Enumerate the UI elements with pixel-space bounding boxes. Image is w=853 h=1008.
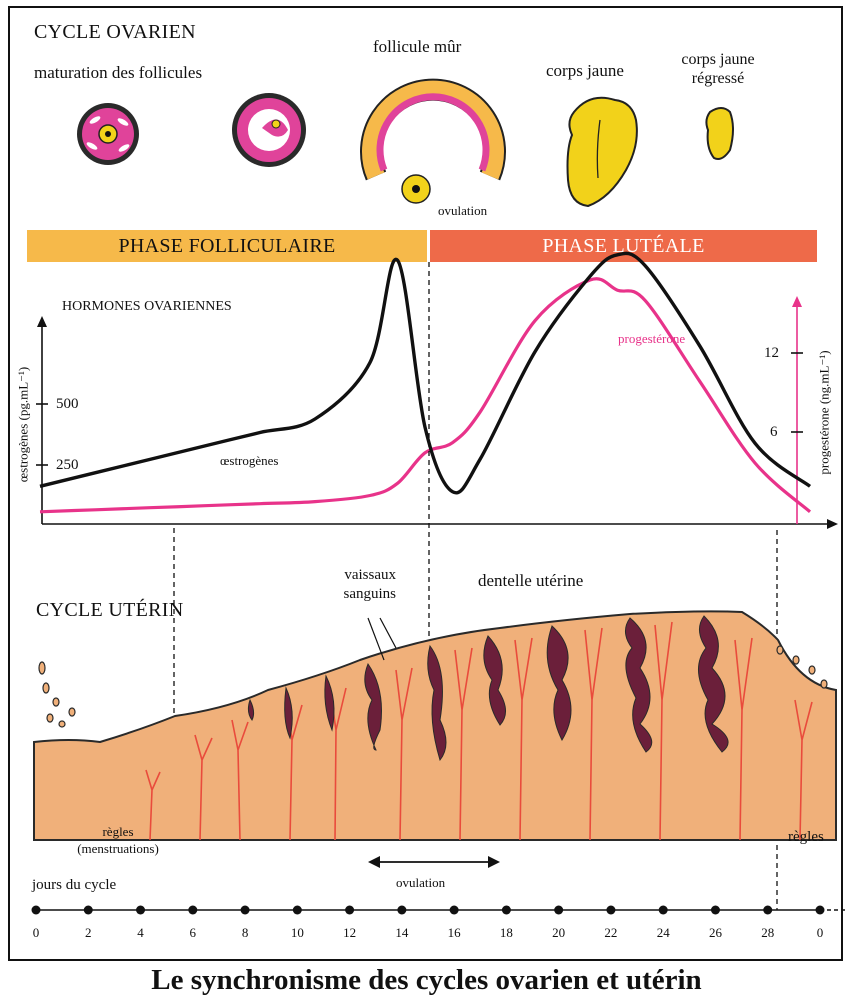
timeline-tick-label: 6 xyxy=(183,926,203,939)
menses-label: règles (menstruations) xyxy=(62,824,174,858)
estrogen-tick-500: 500 xyxy=(56,397,79,412)
timeline-dot xyxy=(554,906,563,915)
estrogen-curve-label: œstrogènes xyxy=(220,454,279,467)
follicle-maturation-label: maturation des follicules xyxy=(34,64,202,81)
timeline-tick-label: 24 xyxy=(653,926,673,939)
estrogen-tick-250: 250 xyxy=(56,458,79,473)
progesterone-axis-label: progestérone (ng.mL⁻¹) xyxy=(818,323,831,503)
progesterone-tick-12: 12 xyxy=(764,346,779,361)
mature-follicle xyxy=(371,90,495,203)
timeline-dot xyxy=(816,906,825,915)
timeline-tick-label: 16 xyxy=(444,926,464,939)
mature-follicle-label: follicule mûr xyxy=(373,38,461,55)
ovulation-arrow xyxy=(368,856,500,868)
timeline-dot xyxy=(659,906,668,915)
timeline-dot xyxy=(32,906,41,915)
timeline-dot xyxy=(711,906,720,915)
ovarian-cycle-heading: CYCLE OVARIEN xyxy=(34,22,196,42)
progesterone-tick-6: 6 xyxy=(770,425,778,440)
timeline-tick-label: 0 xyxy=(26,926,46,939)
menses-right-label: règles xyxy=(788,830,824,845)
primary-follicle xyxy=(77,103,139,165)
ovulation-bottom-label: ovulation xyxy=(396,876,445,889)
timeline-tick-label: 22 xyxy=(601,926,621,939)
timeline-dot xyxy=(397,906,406,915)
uterine-lining-label: dentelle utérine xyxy=(478,572,583,589)
timeline-dot xyxy=(763,906,772,915)
timeline-dot xyxy=(606,906,615,915)
progesterone-curve-label: progestérone xyxy=(618,332,685,345)
timeline-dot xyxy=(293,906,302,915)
timeline-tick-label: 2 xyxy=(78,926,98,939)
corpus-luteum-label: corps jaune xyxy=(546,62,624,79)
timeline-tick-label: 26 xyxy=(705,926,725,939)
progesterone-axis xyxy=(791,296,803,524)
timeline-tick-label: 8 xyxy=(235,926,255,939)
timeline-tick-label: 0 xyxy=(810,926,830,939)
hormones-heading: HORMONES OVARIENNES xyxy=(62,300,232,314)
luteal-phase-label: PHASE LUTÉALE xyxy=(430,230,817,262)
timeline-tick-label: 12 xyxy=(340,926,360,939)
regressed-corpus-luteum xyxy=(706,108,733,159)
timeline-tick-label: 18 xyxy=(496,926,516,939)
day-timeline xyxy=(32,906,849,915)
ovulation-top-label: ovulation xyxy=(438,204,487,217)
timeline-dot xyxy=(136,906,145,915)
timeline-dot xyxy=(502,906,511,915)
figure-caption: Le synchronisme des cycles ovarien et ut… xyxy=(0,964,853,997)
timeline-tick-label: 14 xyxy=(392,926,412,939)
uterine-lining xyxy=(34,611,836,840)
timeline-dot xyxy=(345,906,354,915)
blood-vessels-label: vaissaux sanguins xyxy=(296,566,396,604)
regressed-corpus-luteum-label: corps jaune régressé xyxy=(675,50,761,88)
timeline-dot xyxy=(450,906,459,915)
timeline-dot xyxy=(241,906,250,915)
uterine-cycle-heading: CYCLE UTÉRIN xyxy=(36,600,183,620)
timeline-tick-label: 20 xyxy=(549,926,569,939)
corpus-luteum xyxy=(568,98,637,206)
timeline-dot xyxy=(188,906,197,915)
timeline-tick-label: 10 xyxy=(287,926,307,939)
timeline-dot xyxy=(84,906,93,915)
follicular-phase-label: PHASE FOLLICULAIRE xyxy=(27,230,427,262)
timeline-label: jours du cycle xyxy=(32,878,116,893)
estrogen-axis-label: œstrogènes (pg.mL⁻¹) xyxy=(17,340,30,510)
timeline-tick-label: 4 xyxy=(131,926,151,939)
secondary-follicle xyxy=(232,93,306,167)
timeline-tick-label: 28 xyxy=(758,926,778,939)
hormone-chart-axes xyxy=(36,316,838,529)
